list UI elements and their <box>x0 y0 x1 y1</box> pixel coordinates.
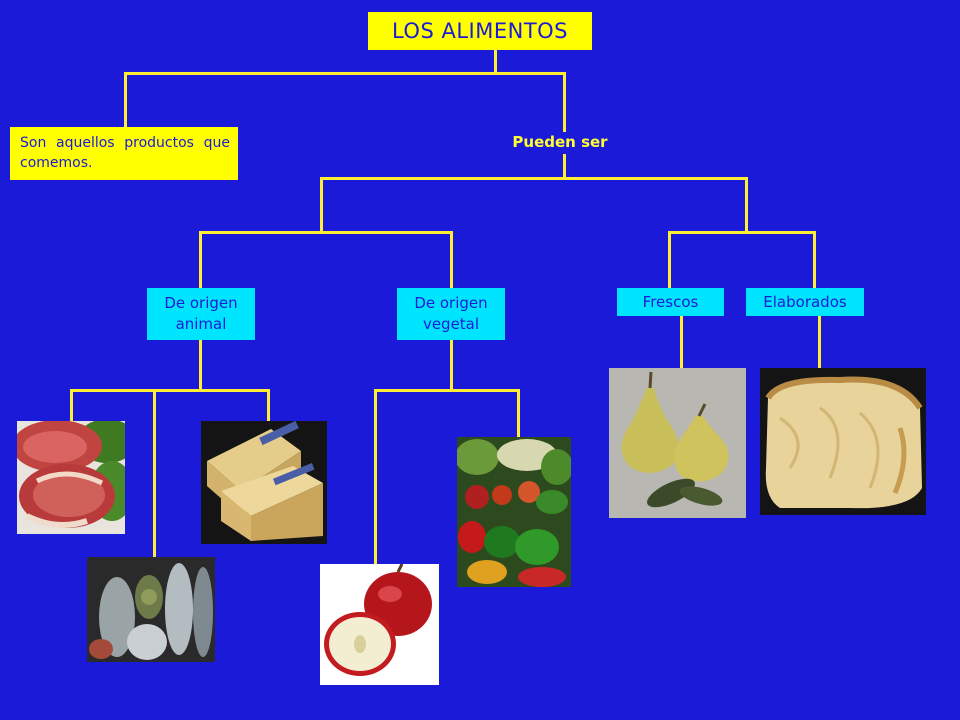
connector-line <box>668 231 671 289</box>
connector-line <box>494 50 497 73</box>
connector-line <box>813 231 816 289</box>
connector-line <box>70 389 270 392</box>
definition-box: Son aquellos productos que comemos. <box>10 127 238 180</box>
connector-line <box>199 231 202 289</box>
pueden-ser-label: Pueden ser <box>512 133 608 151</box>
connector-line <box>153 389 156 557</box>
category-animal-line2: animal <box>175 315 227 333</box>
connector-line <box>124 72 127 128</box>
connector-line <box>563 72 566 132</box>
bread-photo <box>760 368 926 515</box>
category-animal: De origen animal <box>147 288 255 340</box>
category-elaborados: Elaborados <box>746 288 864 316</box>
connector-line <box>668 231 816 234</box>
meat-photo <box>17 421 125 534</box>
category-frescos: Frescos <box>617 288 724 316</box>
connector-line <box>267 389 270 422</box>
category-vegetal-line2: vegetal <box>422 315 480 333</box>
connector-line <box>818 315 821 369</box>
connector-line <box>450 339 453 391</box>
connector-line <box>199 339 202 391</box>
fish-photo <box>87 557 215 662</box>
connector-line <box>374 389 377 564</box>
connector-line <box>124 72 566 75</box>
connector-line <box>199 231 453 234</box>
pears-photo <box>609 368 746 518</box>
vegetables-photo <box>457 437 571 587</box>
apple-photo <box>320 564 439 685</box>
cheese-photo <box>201 421 327 544</box>
connector-line <box>745 177 748 233</box>
category-animal-line1: De origen <box>164 294 238 312</box>
category-vegetal: De origen vegetal <box>397 288 505 340</box>
connector-line <box>563 154 566 179</box>
connector-line <box>450 231 453 289</box>
connector-line <box>70 389 73 421</box>
category-vegetal-line1: De origen <box>414 294 488 312</box>
connector-line <box>320 177 748 180</box>
diagram-title: LOS ALIMENTOS <box>368 12 592 50</box>
connector-line <box>517 389 520 437</box>
connector-line <box>320 177 323 233</box>
connector-line <box>680 315 683 369</box>
connector-line <box>374 389 520 392</box>
